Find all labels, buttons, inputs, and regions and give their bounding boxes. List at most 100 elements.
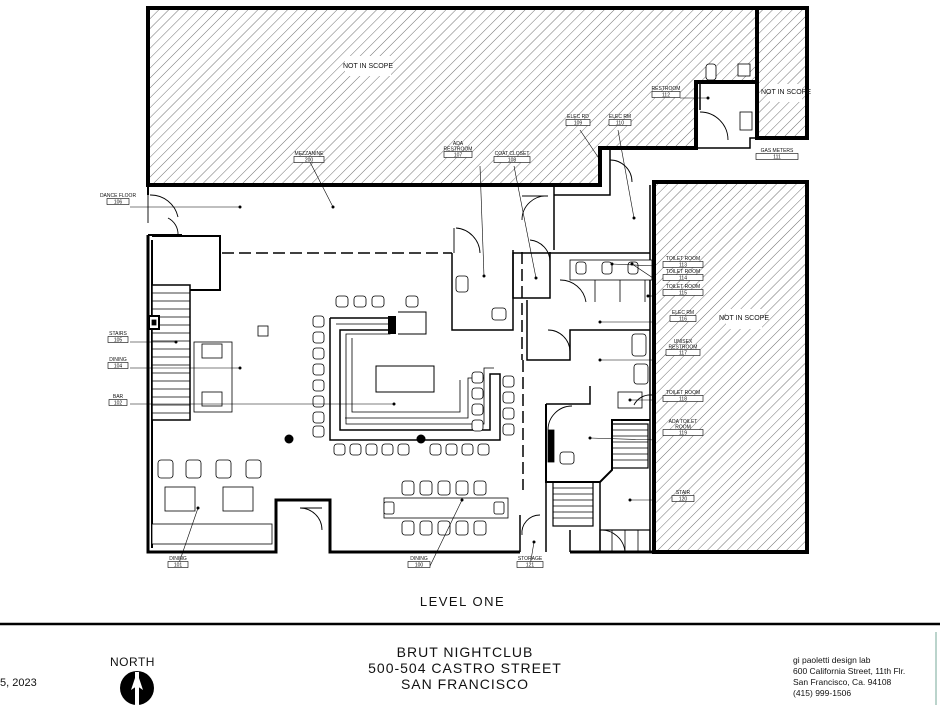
room-number-box: [565, 119, 591, 126]
east-stair: [552, 423, 651, 553]
room-name: TOILET ROOM: [666, 256, 700, 262]
room-name: DINING: [169, 556, 187, 562]
room-name: ADA TOILET: [669, 419, 698, 425]
room-name: TOILET ROOM: [666, 390, 700, 396]
room-name: BAR: [113, 394, 124, 400]
room-name: ELEC RM: [609, 114, 631, 120]
room-number-box: [662, 429, 704, 436]
room-number: 114: [679, 275, 687, 281]
hatch-label-box: [770, 84, 802, 102]
room-number: 121: [526, 562, 535, 568]
not-in-scope-label: NOT IN SCOPE: [761, 89, 811, 96]
north-arrow-icon: [120, 671, 154, 705]
hatch-label-box: [345, 56, 391, 76]
level-caption: LEVEL ONE: [419, 594, 506, 609]
project-name: BRUT NIGHTCLUB: [396, 644, 534, 660]
room-number-box: [662, 274, 704, 281]
room-name: DINING: [410, 556, 428, 562]
room-name: ROOM: [675, 425, 691, 431]
room-number-box: [107, 336, 129, 343]
room-number-box: [167, 561, 189, 568]
room-name: STORAGE: [518, 556, 543, 562]
northeast-not-in-scope-zone: [755, 6, 809, 140]
firm-info: gi paoletti design lab 600 California St…: [793, 655, 905, 699]
columns: [284, 434, 426, 444]
building-walls: [146, 82, 807, 554]
room-number: 108: [508, 157, 517, 163]
not-in-scope-zones: [146, 6, 809, 554]
room-tags: DANCE FLOOR106MEZZANINE200ADARESTROOM107…: [100, 86, 799, 568]
room-number-box: [755, 153, 799, 160]
room-number: 104: [114, 363, 123, 369]
room-name: UNISEX: [674, 339, 693, 345]
room-number: 102: [114, 400, 123, 406]
room-number: 200: [305, 157, 314, 163]
leader-lines: [130, 97, 708, 567]
room-number: 113: [679, 262, 687, 268]
room-name: GAS METERS: [761, 148, 794, 154]
room-number-box: [608, 119, 632, 126]
room-number: 118: [679, 396, 687, 402]
room-name: STAIR: [676, 490, 691, 496]
room-name: RESTROOM: [652, 86, 681, 92]
east-not-in-scope-zone: [652, 180, 809, 554]
drawing-date: 5, 2023: [0, 677, 37, 689]
room-name: ADA: [453, 141, 464, 147]
firm-phone: (415) 999-1506: [793, 688, 852, 698]
dining-furniture: [151, 325, 509, 545]
room-number: 119: [679, 430, 687, 436]
room-number-box: [293, 156, 325, 163]
room-number-box: [443, 151, 473, 158]
room-name: STAIRS: [109, 331, 127, 337]
room-number-box: [407, 561, 431, 568]
room-number: 109: [574, 120, 583, 126]
not-in-scope-label: NOT IN SCOPE: [343, 63, 393, 70]
room-name: RESTROOM: [669, 345, 698, 351]
room-number: 105: [114, 337, 123, 343]
doors: [147, 111, 729, 553]
room-name: DINING: [109, 357, 127, 363]
room-number-box: [493, 156, 531, 163]
room-number: 110: [616, 120, 624, 126]
room-number-box: [108, 399, 128, 406]
room-number-box: [662, 261, 704, 268]
firm-name: gi paoletti design lab: [793, 655, 871, 665]
room-number: 107: [454, 152, 463, 158]
room-number-box: [662, 395, 704, 402]
room-number-box: [651, 91, 681, 98]
room-number: 116: [679, 316, 687, 322]
room-name: RESTROOM: [444, 147, 473, 153]
room-number: 106: [114, 199, 123, 205]
room-number-box: [665, 349, 701, 356]
room-number: 117: [679, 350, 687, 356]
not-in-scope-label: NOT IN SCOPE: [719, 315, 769, 322]
room-number-box: [662, 289, 704, 296]
room-name: MEZZANINE: [295, 151, 325, 157]
north-label: NORTH: [110, 655, 155, 669]
project-address: 500-504 CASTRO STREET: [368, 660, 562, 676]
firm-street: 600 California Street, 11th Flr.: [793, 666, 906, 676]
room-number-box: [516, 561, 544, 568]
room-name: TOILET ROOM: [666, 284, 700, 290]
room-number: 112: [662, 92, 670, 98]
room-name: TOILET ROOM: [666, 269, 700, 275]
